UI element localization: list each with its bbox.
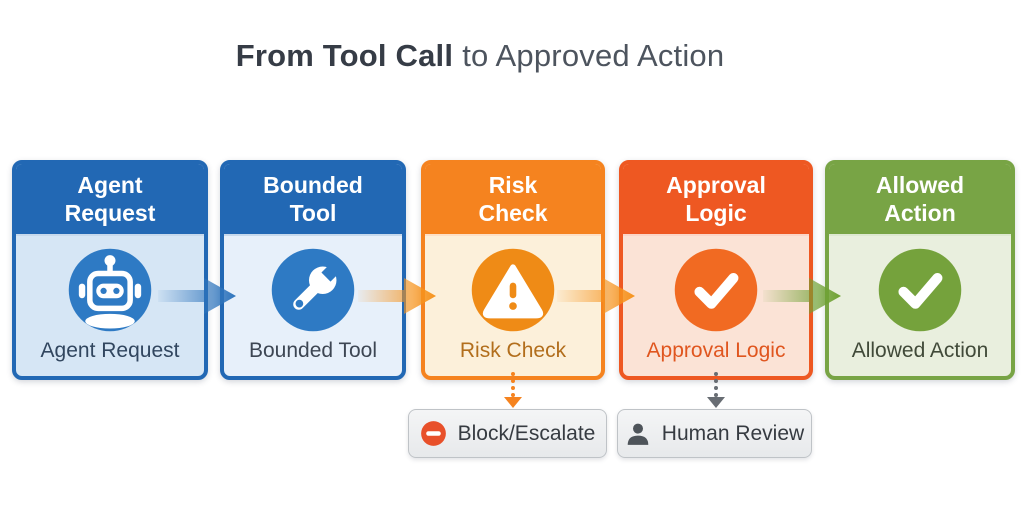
stage-label-bounded-tool: Bounded Tool (248, 339, 378, 362)
stage-header-bounded-tool: Bounded Tool (224, 164, 402, 236)
stage-body-agent-request: Agent Request (16, 236, 204, 374)
stage-header-allowed-action: Allowed Action (829, 164, 1011, 236)
wrench-icon-svg (271, 248, 355, 332)
robot-icon (66, 246, 154, 334)
approval-drop-connector (706, 372, 726, 408)
title-emphasis: From Tool Call (235, 38, 454, 73)
check-icon-svg (878, 248, 962, 332)
stage-header-agent-request: Agent Request (16, 164, 204, 236)
title-rest: to Approved Action (462, 38, 725, 73)
warning-icon-svg (471, 248, 555, 332)
stage-bounded-tool: Bounded Tool Bounded Tool (220, 160, 406, 380)
stage-header-risk-check: Risk Check (425, 164, 601, 236)
wrench-icon (269, 246, 357, 334)
stage-label-allowed-action: Allowed Action (851, 339, 989, 362)
human-review-label: Human Review (661, 421, 805, 445)
stage-allowed-action: Allowed Action Allowed Action (825, 160, 1015, 380)
warning-icon (469, 246, 557, 334)
stage-label-agent-request: Agent Request (40, 339, 180, 362)
stage-header-approval-logic: Approval Logic (623, 164, 809, 236)
stage-label-risk-check: Risk Check (459, 339, 567, 362)
check-icon-svg (674, 248, 758, 332)
risk-drop-arrowhead (504, 397, 522, 408)
block-icon (420, 421, 446, 446)
stage-body-approval-logic: Approval Logic (623, 236, 809, 374)
flow-arrow-4 (763, 278, 841, 314)
check-icon (876, 246, 964, 334)
flow-arrow-1 (158, 278, 236, 314)
human-review-node: Human Review (617, 409, 812, 458)
stage-body-allowed-action: Allowed Action (829, 236, 1011, 374)
stage-approval-logic: Approval Logic Approval Logic (619, 160, 813, 380)
stage-label-approval-logic: Approval Logic (646, 339, 786, 362)
stage-risk-check: Risk Check Risk Check (421, 160, 605, 380)
block-escalate-node: Block/Escalate (408, 409, 607, 458)
approval-drop-arrowhead (707, 397, 725, 408)
stage-body-risk-check: Risk Check (425, 236, 601, 374)
robot-icon-svg (68, 248, 152, 332)
block-escalate-label: Block/Escalate (457, 421, 596, 445)
stage-body-bounded-tool: Bounded Tool (224, 236, 402, 374)
risk-drop-connector (503, 372, 523, 408)
flow-arrow-2 (358, 278, 436, 314)
person-icon (627, 423, 649, 445)
risk-drop-stem (511, 372, 515, 397)
stage-agent-request: Agent Request Agent Request (12, 160, 208, 380)
flow-arrow-3 (557, 278, 635, 314)
check-icon (672, 246, 760, 334)
approval-drop-stem (714, 372, 718, 397)
